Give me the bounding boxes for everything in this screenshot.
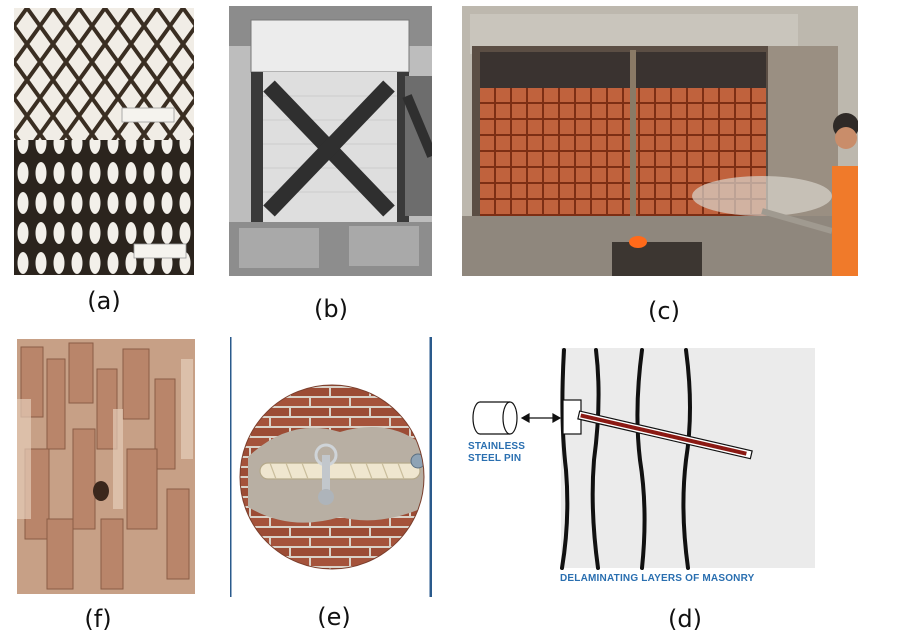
caption-f: (f) bbox=[84, 605, 112, 633]
caption-b: (b) bbox=[314, 295, 348, 323]
masonry-graphic bbox=[17, 339, 195, 594]
photo-a-expanded-metal-mesh bbox=[14, 8, 194, 275]
diagram-d-pin-through-layers: STAINLESS STEEL PIN DELAMINATING LAYERS … bbox=[462, 340, 858, 596]
photo-c-shotcrete-application bbox=[462, 6, 858, 276]
photo-e-helical-tie-repair bbox=[230, 337, 432, 597]
pin-label: STAINLESS STEEL PIN bbox=[468, 441, 525, 465]
pin-label-line1: STAINLESS bbox=[468, 441, 526, 452]
caption-c: (c) bbox=[648, 297, 680, 325]
pin-icon bbox=[472, 401, 518, 435]
pin-diagram-graphic bbox=[472, 348, 815, 570]
pin-label-line2: STEEL PIN bbox=[468, 453, 522, 464]
shotcrete-graphic bbox=[462, 6, 858, 276]
tie-graphic bbox=[230, 337, 432, 597]
caption-d: (d) bbox=[668, 605, 702, 633]
mesh-graphic bbox=[14, 8, 194, 275]
caption-a: (a) bbox=[87, 287, 121, 315]
layers-label: DELAMINATING LAYERS OF MASONRY bbox=[560, 573, 755, 584]
double-arrow-icon bbox=[520, 412, 562, 424]
photo-f-delaminated-masonry bbox=[17, 339, 195, 594]
photo-b-steel-bracing bbox=[229, 6, 432, 276]
bracing-graphic bbox=[229, 6, 432, 276]
caption-e: (e) bbox=[317, 603, 351, 631]
